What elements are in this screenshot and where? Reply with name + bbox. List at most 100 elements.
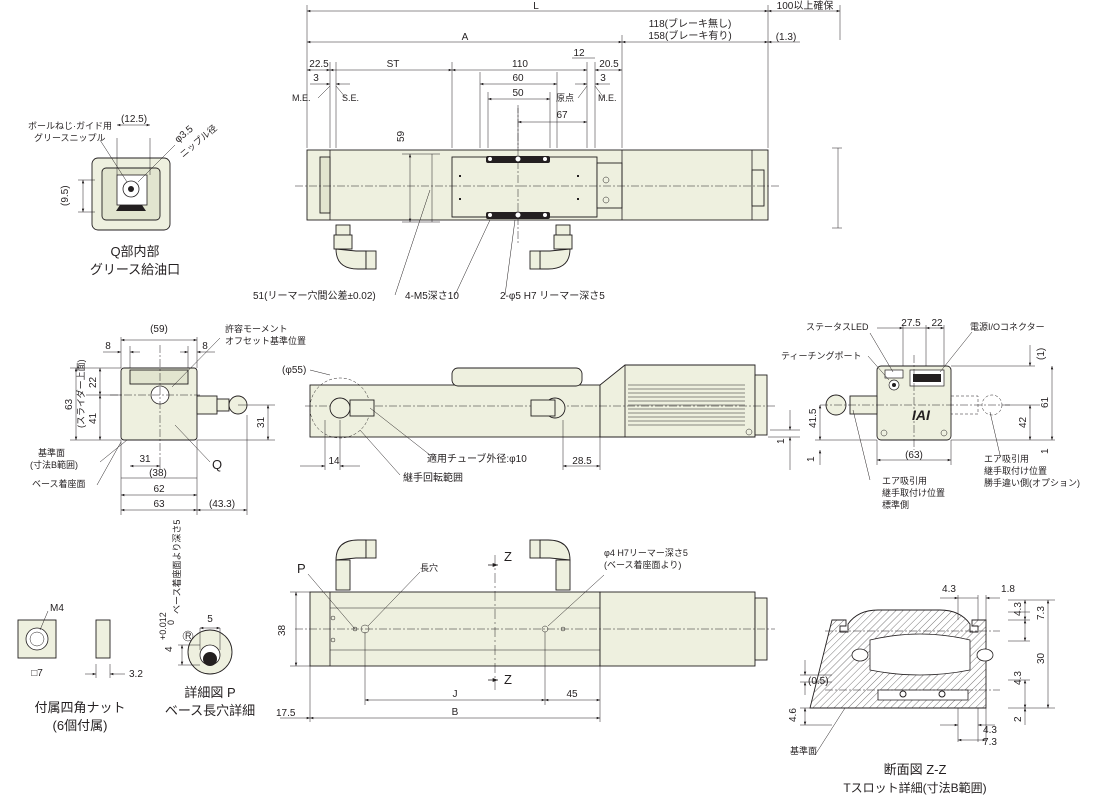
label-me-left: M.E. — [292, 93, 311, 103]
dim-20-5: 20.5 — [599, 59, 619, 70]
tol-lower: 0 — [166, 620, 176, 625]
dim-J: J — [453, 689, 458, 700]
dim-1-right: 1 — [1040, 448, 1051, 454]
label-m4: M4 — [50, 603, 64, 614]
dim-63-horizontal: 63 — [153, 499, 165, 510]
dim-45: 45 — [566, 689, 578, 700]
note-power-io-connector: 電源I/Oコネクター — [970, 322, 1045, 332]
top-view: L 100以上確保 118(ブレーキ無し) 158(ブレーキ有り) A (1.3… — [253, 0, 842, 302]
dim-4-6: 4.6 — [788, 708, 799, 722]
dim-L: L — [533, 1, 539, 12]
dim-22-5: 22.5 — [309, 59, 329, 70]
label-r: R — [185, 631, 192, 641]
dim-7-square: □7 — [31, 668, 43, 679]
dim-67: 67 — [556, 110, 568, 121]
dim-22-end: 22 — [931, 318, 943, 329]
note-air-std-3: 標準側 — [882, 499, 909, 510]
dim-9-5: (9.5) — [60, 185, 71, 206]
dim-42: 42 — [1018, 416, 1029, 428]
note-p-depth: ベース着座面より深さ5 — [171, 520, 182, 614]
label-slider-top: (スライダー上面) — [75, 359, 86, 428]
caption-nut-2: (6個付属) — [53, 718, 108, 733]
note-base-ref-range: (寸法B範囲) — [30, 459, 78, 470]
dim-118: 118(ブレーキ無し) — [649, 17, 732, 30]
dim-41-5: 41.5 — [808, 408, 819, 428]
dim-63-end: (63) — [905, 450, 923, 461]
note-base-mount: ベース着座面 — [32, 478, 86, 489]
air-fitting-bottom-left — [335, 539, 377, 591]
dim-22-side: 22 — [88, 376, 99, 388]
note-m5-tap: 4-M5深さ10 — [405, 290, 459, 302]
dim-1-3: (1.3) — [776, 32, 797, 43]
front-view: (φ55) 14 適用チューブ外径:φ10 28.5 継手回転範囲 1 — [282, 364, 800, 484]
dim-59: 59 — [396, 130, 407, 142]
note-air-opt-2: 継手取付け位置 — [984, 465, 1047, 476]
air-fitting-bottom-right — [529, 539, 571, 591]
label-z-bottom: Z — [504, 672, 512, 687]
dim-60: 60 — [512, 73, 524, 84]
label-z-top: Z — [504, 549, 512, 564]
dim-41: 41 — [88, 412, 99, 424]
dim-38-bottom: 38 — [277, 624, 288, 636]
note-grease-nipple-2: グリースニップル — [34, 132, 106, 143]
note-air-opt-3: 勝手違い側(オプション) — [984, 477, 1080, 488]
note-status-led: ステータスLED — [806, 322, 869, 332]
note-air-std-2: 継手取付け位置 — [882, 487, 945, 498]
note-phi4-reamer-2: (ベース着座面より) — [604, 559, 681, 570]
nut-detail: M4 □7 3.2 付属四角ナット (6個付属) — [17, 603, 143, 733]
dim-0-5: (0.5) — [808, 676, 829, 687]
note-teaching-port: ティーチングポート — [781, 350, 861, 361]
dim-62: 62 — [153, 484, 165, 495]
dim-phi55: (φ55) — [282, 365, 306, 376]
caption-q-2: グリース給油口 — [90, 262, 180, 277]
dim-8-left: 8 — [105, 341, 111, 352]
dim-2: 2 — [1013, 716, 1024, 722]
note-grease-nipple-1: ボールねじ·ガイド用 — [28, 121, 112, 131]
dim-1-top: (1) — [1036, 348, 1047, 360]
dim-7-3-bottom: 7.3 — [983, 737, 997, 748]
dim-43-3: (43.3) — [209, 499, 235, 510]
dim-27-5: 27.5 — [901, 318, 921, 329]
tol-upper: +0.012 — [158, 612, 168, 640]
caption-nut-1: 付属四角ナット — [34, 700, 125, 715]
note-slot: 長穴 — [420, 562, 438, 573]
note-tube-dia: 適用チューブ外径:φ10 — [427, 452, 527, 465]
note-moment-2: オフセット基準位置 — [225, 335, 306, 346]
p-detail: ベース着座面より深さ5 4 +0.012 0 5 R 詳細図 P ベース長穴詳細 — [158, 520, 255, 718]
label-p: P — [297, 561, 306, 576]
note-phi4-reamer: φ4 H7リーマー深さ5 — [604, 548, 688, 558]
label-se: S.E. — [342, 93, 359, 103]
dim-5-p: 5 — [207, 614, 213, 625]
dim-B: B — [452, 707, 459, 718]
note-reamer-pitch: 51(リーマー穴間公差±0.02) — [253, 289, 376, 302]
side-view: (59) 8 8 許容モーメント オフセット基準位置 22 (スライダー上面) … — [30, 323, 306, 515]
dim-3-left: 3 — [313, 73, 319, 84]
dim-28-5: 28.5 — [572, 456, 592, 467]
dim-14: 14 — [328, 456, 340, 467]
dim-4-3-top: 4.3 — [942, 584, 956, 595]
dim-110: 110 — [512, 59, 528, 70]
dim-61: 61 — [1040, 396, 1051, 408]
motor-fins — [628, 384, 745, 426]
dim-59-side: (59) — [150, 324, 168, 335]
dim-30: 30 — [1036, 652, 1047, 664]
dim-31-horizontal: 31 — [139, 454, 151, 465]
section-zz: 4.3 1.8 4.3 7.3 (0.5) 4.3 30 4.6 2 4.3 7… — [788, 584, 1055, 795]
label-me-right: M.E. — [598, 93, 617, 103]
caption-q-1: Q部内部 — [110, 244, 159, 259]
caption-p-1: 詳細図 P — [184, 685, 235, 700]
air-fitting-left — [333, 224, 377, 270]
label-q: Q — [212, 457, 222, 472]
dim-63-vertical: 63 — [64, 398, 75, 410]
caption-section-1: 断面図 Z-Z — [884, 762, 947, 777]
caption-p-2: ベース長穴詳細 — [165, 703, 255, 718]
note-air-std-1: エア吸引用 — [882, 476, 927, 486]
dim-3-right: 3 — [600, 73, 606, 84]
dim-1-left: 1 — [806, 456, 817, 462]
caption-section-2: Tスロット詳細(寸法B範囲) — [843, 780, 986, 795]
dim-1-8: 1.8 — [1001, 584, 1015, 595]
dim-158: 158(ブレーキ有り) — [648, 29, 731, 42]
dim-4-3-bottom: 4.3 — [983, 725, 997, 736]
note-rotation-range: 継手回転範囲 — [403, 471, 463, 484]
